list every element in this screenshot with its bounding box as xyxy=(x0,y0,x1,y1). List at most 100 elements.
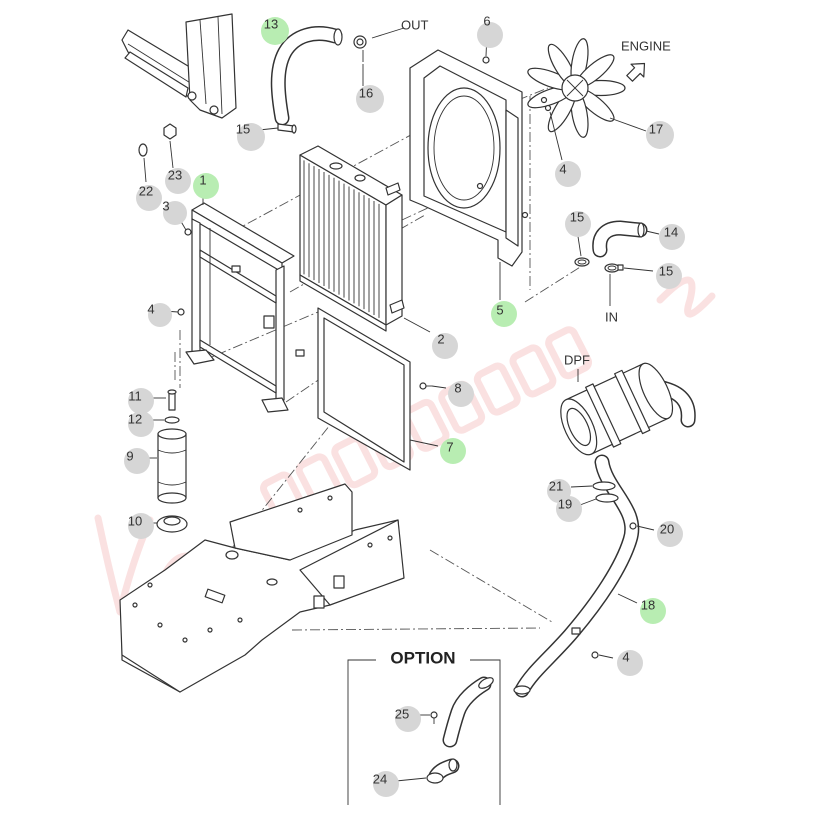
label-in: IN xyxy=(605,309,618,324)
label-option: OPTION xyxy=(390,648,455,667)
bolt-3 xyxy=(184,228,192,236)
elbow-24 xyxy=(426,758,460,784)
svg-text:12: 12 xyxy=(128,411,142,426)
lower-radiator-hose xyxy=(592,220,648,258)
radiator-cap xyxy=(329,162,343,170)
radiator-support-frame xyxy=(177,202,305,413)
callout-13: 13 xyxy=(261,16,289,45)
callout-19: 19 xyxy=(556,496,582,522)
clamp-19 xyxy=(595,493,619,503)
svg-text:18: 18 xyxy=(641,597,655,612)
callout-10: 10 xyxy=(128,513,154,539)
svg-text:15: 15 xyxy=(236,121,250,136)
callout-12: 12 xyxy=(128,411,154,437)
washer-12 xyxy=(164,416,180,424)
radiator-core xyxy=(303,160,380,318)
label-out: OUT xyxy=(401,17,429,32)
svg-text:2: 2 xyxy=(437,331,444,346)
svg-text:3: 3 xyxy=(162,198,169,213)
svg-text:22: 22 xyxy=(139,183,153,198)
hose-clamp-15 xyxy=(574,257,590,267)
chassis-frame xyxy=(121,13,237,119)
callout-8: 8 xyxy=(448,380,474,407)
callout-2: 2 xyxy=(432,331,458,359)
callout-4-fan: 4 xyxy=(555,161,581,187)
upper-radiator-hose xyxy=(270,26,343,126)
callout-16: 16 xyxy=(356,85,384,113)
svg-text:10: 10 xyxy=(128,513,142,528)
mounting-base xyxy=(119,483,405,693)
hose-clamp-16 xyxy=(353,35,367,62)
radiator xyxy=(299,145,405,332)
svg-text:11: 11 xyxy=(128,388,142,403)
gasket-21 xyxy=(592,481,616,491)
svg-text:4: 4 xyxy=(622,649,629,664)
svg-text:6: 6 xyxy=(483,13,490,28)
callout-25: 25 xyxy=(395,706,421,732)
callout-6: 6 xyxy=(477,13,503,48)
bolt-6 xyxy=(482,56,490,64)
mount-cushion-9 xyxy=(157,428,187,504)
dpf-unit xyxy=(560,362,696,456)
svg-text:21: 21 xyxy=(549,478,563,493)
fan-shroud xyxy=(409,49,529,267)
callout-24: 24 xyxy=(373,771,399,797)
callout-4-pipe: 4 xyxy=(617,649,643,676)
bolt-4-pipe xyxy=(591,651,599,659)
svg-text:9: 9 xyxy=(126,448,133,463)
exhaust-pipe xyxy=(513,454,640,698)
callout-15-top: 15 xyxy=(236,121,265,151)
svg-text:7: 7 xyxy=(446,439,453,454)
callout-14: 14 xyxy=(659,224,685,250)
label-dpf: DPF xyxy=(564,352,590,367)
svg-text:8: 8 xyxy=(454,380,461,395)
callout-18: 18 xyxy=(640,597,666,624)
svg-text:24: 24 xyxy=(373,771,387,786)
svg-text:16: 16 xyxy=(359,85,373,100)
callout-17: 17 xyxy=(646,121,674,149)
callout-15-hose: 15 xyxy=(565,209,591,237)
callout-15-lower: 15 xyxy=(656,263,682,289)
svg-text:14: 14 xyxy=(664,224,678,239)
callout-11: 11 xyxy=(128,388,154,414)
engine-direction-arrow xyxy=(626,62,646,82)
svg-text:23: 23 xyxy=(168,167,182,182)
callouts: 13 16 6 15 17 23 22 1 3 4 15 14 15 5 4 2… xyxy=(124,13,685,797)
svg-text:4: 4 xyxy=(147,301,154,316)
bolt-20 xyxy=(629,522,637,530)
bolt-15 xyxy=(277,123,297,134)
svg-text:25: 25 xyxy=(395,706,409,721)
svg-text:13: 13 xyxy=(264,16,278,31)
callout-7: 7 xyxy=(440,438,466,464)
callout-23: 23 xyxy=(165,167,191,194)
svg-text:5: 5 xyxy=(496,302,503,317)
svg-text:4: 4 xyxy=(559,161,566,176)
rubber-seal xyxy=(317,307,411,471)
callout-9: 9 xyxy=(124,448,150,474)
svg-text:17: 17 xyxy=(649,121,663,136)
callout-4-frame: 4 xyxy=(147,301,172,327)
callout-20: 20 xyxy=(657,521,683,547)
label-engine: ENGINE xyxy=(621,38,671,53)
bolt-11 xyxy=(167,389,177,411)
svg-text:15: 15 xyxy=(659,263,673,278)
cooling-fan xyxy=(527,38,626,138)
option-hose-part xyxy=(442,676,494,748)
plug-22 xyxy=(138,143,148,157)
svg-text:15: 15 xyxy=(570,209,584,224)
bolt-8 xyxy=(419,382,432,390)
callout-1: 1 xyxy=(193,172,219,199)
option-box xyxy=(347,659,501,805)
nut-23 xyxy=(163,123,177,140)
mount-cushion-10 xyxy=(156,515,188,533)
bolt-25 xyxy=(430,711,438,724)
hose-clamp-15-lower xyxy=(604,263,624,273)
svg-text:1: 1 xyxy=(199,172,206,187)
callout-22: 22 xyxy=(136,183,162,211)
svg-text:19: 19 xyxy=(558,496,572,511)
svg-text:20: 20 xyxy=(660,521,674,536)
callout-3: 3 xyxy=(162,198,187,225)
callout-5: 5 xyxy=(491,301,517,327)
bolt-4 xyxy=(177,308,185,316)
